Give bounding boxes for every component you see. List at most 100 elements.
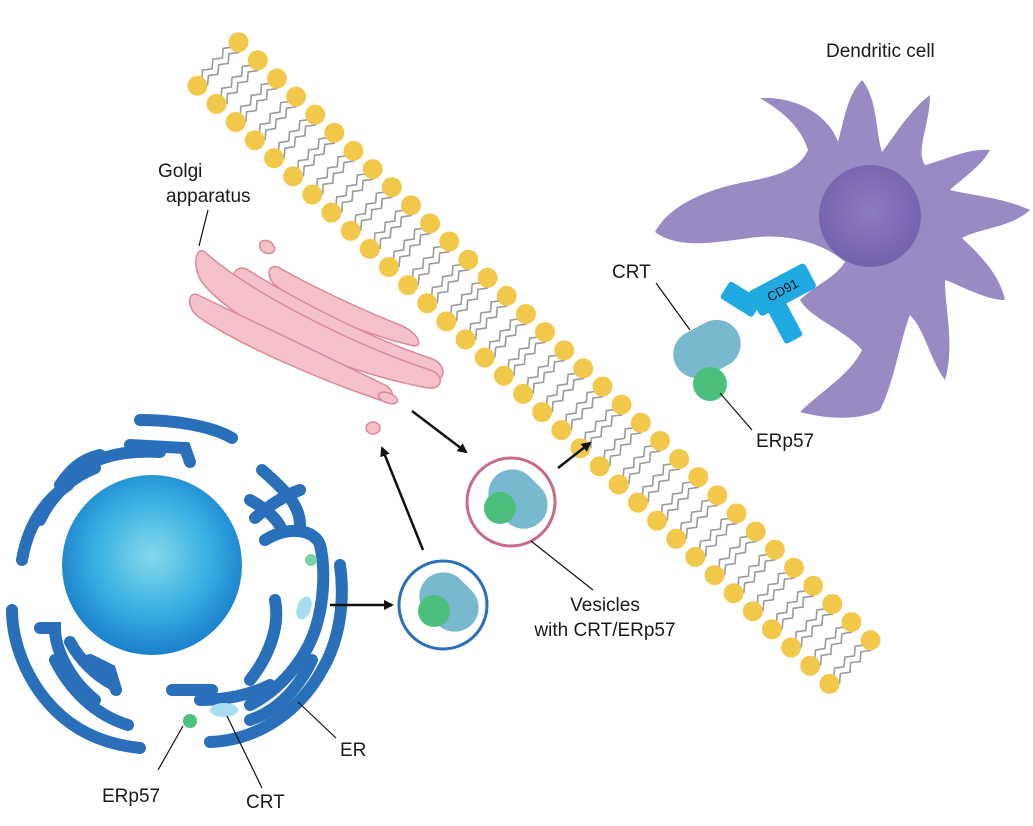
lipid-head: [819, 673, 840, 694]
lipid-head: [187, 75, 208, 96]
er-crt-dot: [296, 596, 312, 620]
lipid-head: [822, 594, 843, 614]
lipid-tail: [370, 207, 415, 251]
lipid-tail: [600, 425, 645, 468]
arrow-golgi-to-vesicle: [411, 410, 468, 454]
lipid-tail: [441, 274, 486, 318]
lipid-tail: [312, 153, 358, 196]
lipid-tail: [536, 365, 582, 408]
lipid-tail: [255, 99, 300, 142]
lipid-head: [781, 637, 802, 658]
lipid-head: [474, 347, 495, 368]
lipid-tail: [230, 75, 275, 118]
lipid-tail: [715, 533, 760, 577]
er-erp57-dot-bottom: [183, 714, 197, 728]
lipid-head: [362, 159, 383, 180]
lipid-tail: [293, 135, 339, 178]
lipid-head: [688, 467, 709, 488]
lipid-tail: [523, 352, 568, 396]
lipid-tail: [810, 624, 856, 668]
lipid-head: [669, 449, 690, 469]
lipid-tail: [446, 280, 492, 323]
lipid-head: [283, 166, 304, 187]
lipid-head: [455, 329, 476, 350]
lipid-tail: [217, 62, 262, 106]
lipid-tail: [695, 515, 741, 559]
lipid-tail: [561, 389, 607, 432]
lipid-tail: [709, 528, 754, 572]
lipid-head: [477, 267, 498, 288]
lipid-head: [803, 575, 824, 596]
lipid-tail: [676, 497, 722, 541]
lipid-tail: [211, 57, 256, 100]
lipid-head: [532, 402, 553, 422]
er-erp57-label: ERp57: [102, 786, 160, 807]
golgi-label-line2: apparatus: [166, 186, 251, 207]
lipid-tail: [332, 171, 377, 215]
arrow-vesicle-to-golgi: [380, 446, 425, 551]
transport-arrows: [330, 410, 592, 610]
lipid-head: [784, 557, 804, 578]
lipid-head: [266, 68, 287, 89]
lipid-tail: [364, 202, 409, 245]
lipid-head: [496, 285, 517, 306]
leader-lines: [157, 209, 753, 789]
lipid-head: [378, 257, 399, 277]
lipid-tail: [421, 256, 467, 300]
lipid-tail: [542, 370, 588, 414]
lipid-tail: [351, 189, 396, 233]
golgi-vesicle: [465, 456, 557, 548]
lipid-head: [247, 50, 268, 71]
lipid-tail: [485, 316, 530, 360]
lipid-head: [324, 122, 345, 143]
lipid-head: [551, 420, 572, 441]
lipid-tail: [747, 564, 792, 608]
lipid-head: [589, 456, 610, 477]
lipid-tail: [575, 401, 620, 445]
er-erp57-dot: [305, 554, 317, 566]
lipid-tail: [197, 44, 243, 88]
er-label: ER: [340, 740, 366, 761]
lipid-head: [359, 238, 380, 259]
lipid-head: [573, 358, 594, 379]
membrane-crt-erp57-complex: [673, 319, 741, 401]
diagram-labels: Golgi apparatus Dendritic cell CRT ERp57…: [102, 41, 935, 813]
lipid-tail: [594, 419, 639, 463]
membrane-crt-protein: [673, 319, 741, 379]
lipid-tail: [728, 546, 773, 590]
er-crt-dot-bottom: [210, 703, 238, 717]
lipid-tail: [192, 39, 237, 82]
lipid-tails: [192, 39, 875, 686]
lipid-head: [343, 140, 364, 161]
lipid-head: [764, 539, 785, 560]
lipid-head: [627, 492, 648, 513]
lipid-tail: [690, 510, 735, 553]
lipid-head: [761, 619, 782, 640]
lipid-head: [535, 322, 555, 343]
lipid-tail: [504, 334, 549, 378]
lipid-head: [401, 195, 421, 216]
lipid-head: [650, 430, 670, 451]
nucleus: [62, 475, 242, 655]
lipid-tail: [498, 329, 543, 372]
er-cargo: [183, 554, 317, 728]
lipid-head: [592, 376, 613, 397]
lipid-head: [630, 412, 651, 433]
lipid-tail: [804, 619, 850, 662]
lipid-tail: [638, 461, 683, 505]
golgi-label-line1: Golgi: [158, 161, 202, 182]
lipid-head: [228, 32, 249, 53]
dendritic-cell-label: Dendritic cell: [826, 41, 935, 62]
lipid-head: [340, 220, 361, 241]
lipid-tail: [791, 606, 836, 649]
lipid-head: [244, 130, 265, 151]
lipid-tail: [734, 552, 779, 595]
lipid-head: [381, 177, 402, 198]
lipid-head: [608, 474, 629, 495]
vesicles-label-line1: Vesicles: [570, 595, 640, 616]
lipid-tail: [613, 437, 658, 481]
membrane-erp57-label: ERp57: [756, 431, 814, 452]
er-vesicle: [397, 559, 489, 651]
lipid-tail: [345, 184, 390, 227]
